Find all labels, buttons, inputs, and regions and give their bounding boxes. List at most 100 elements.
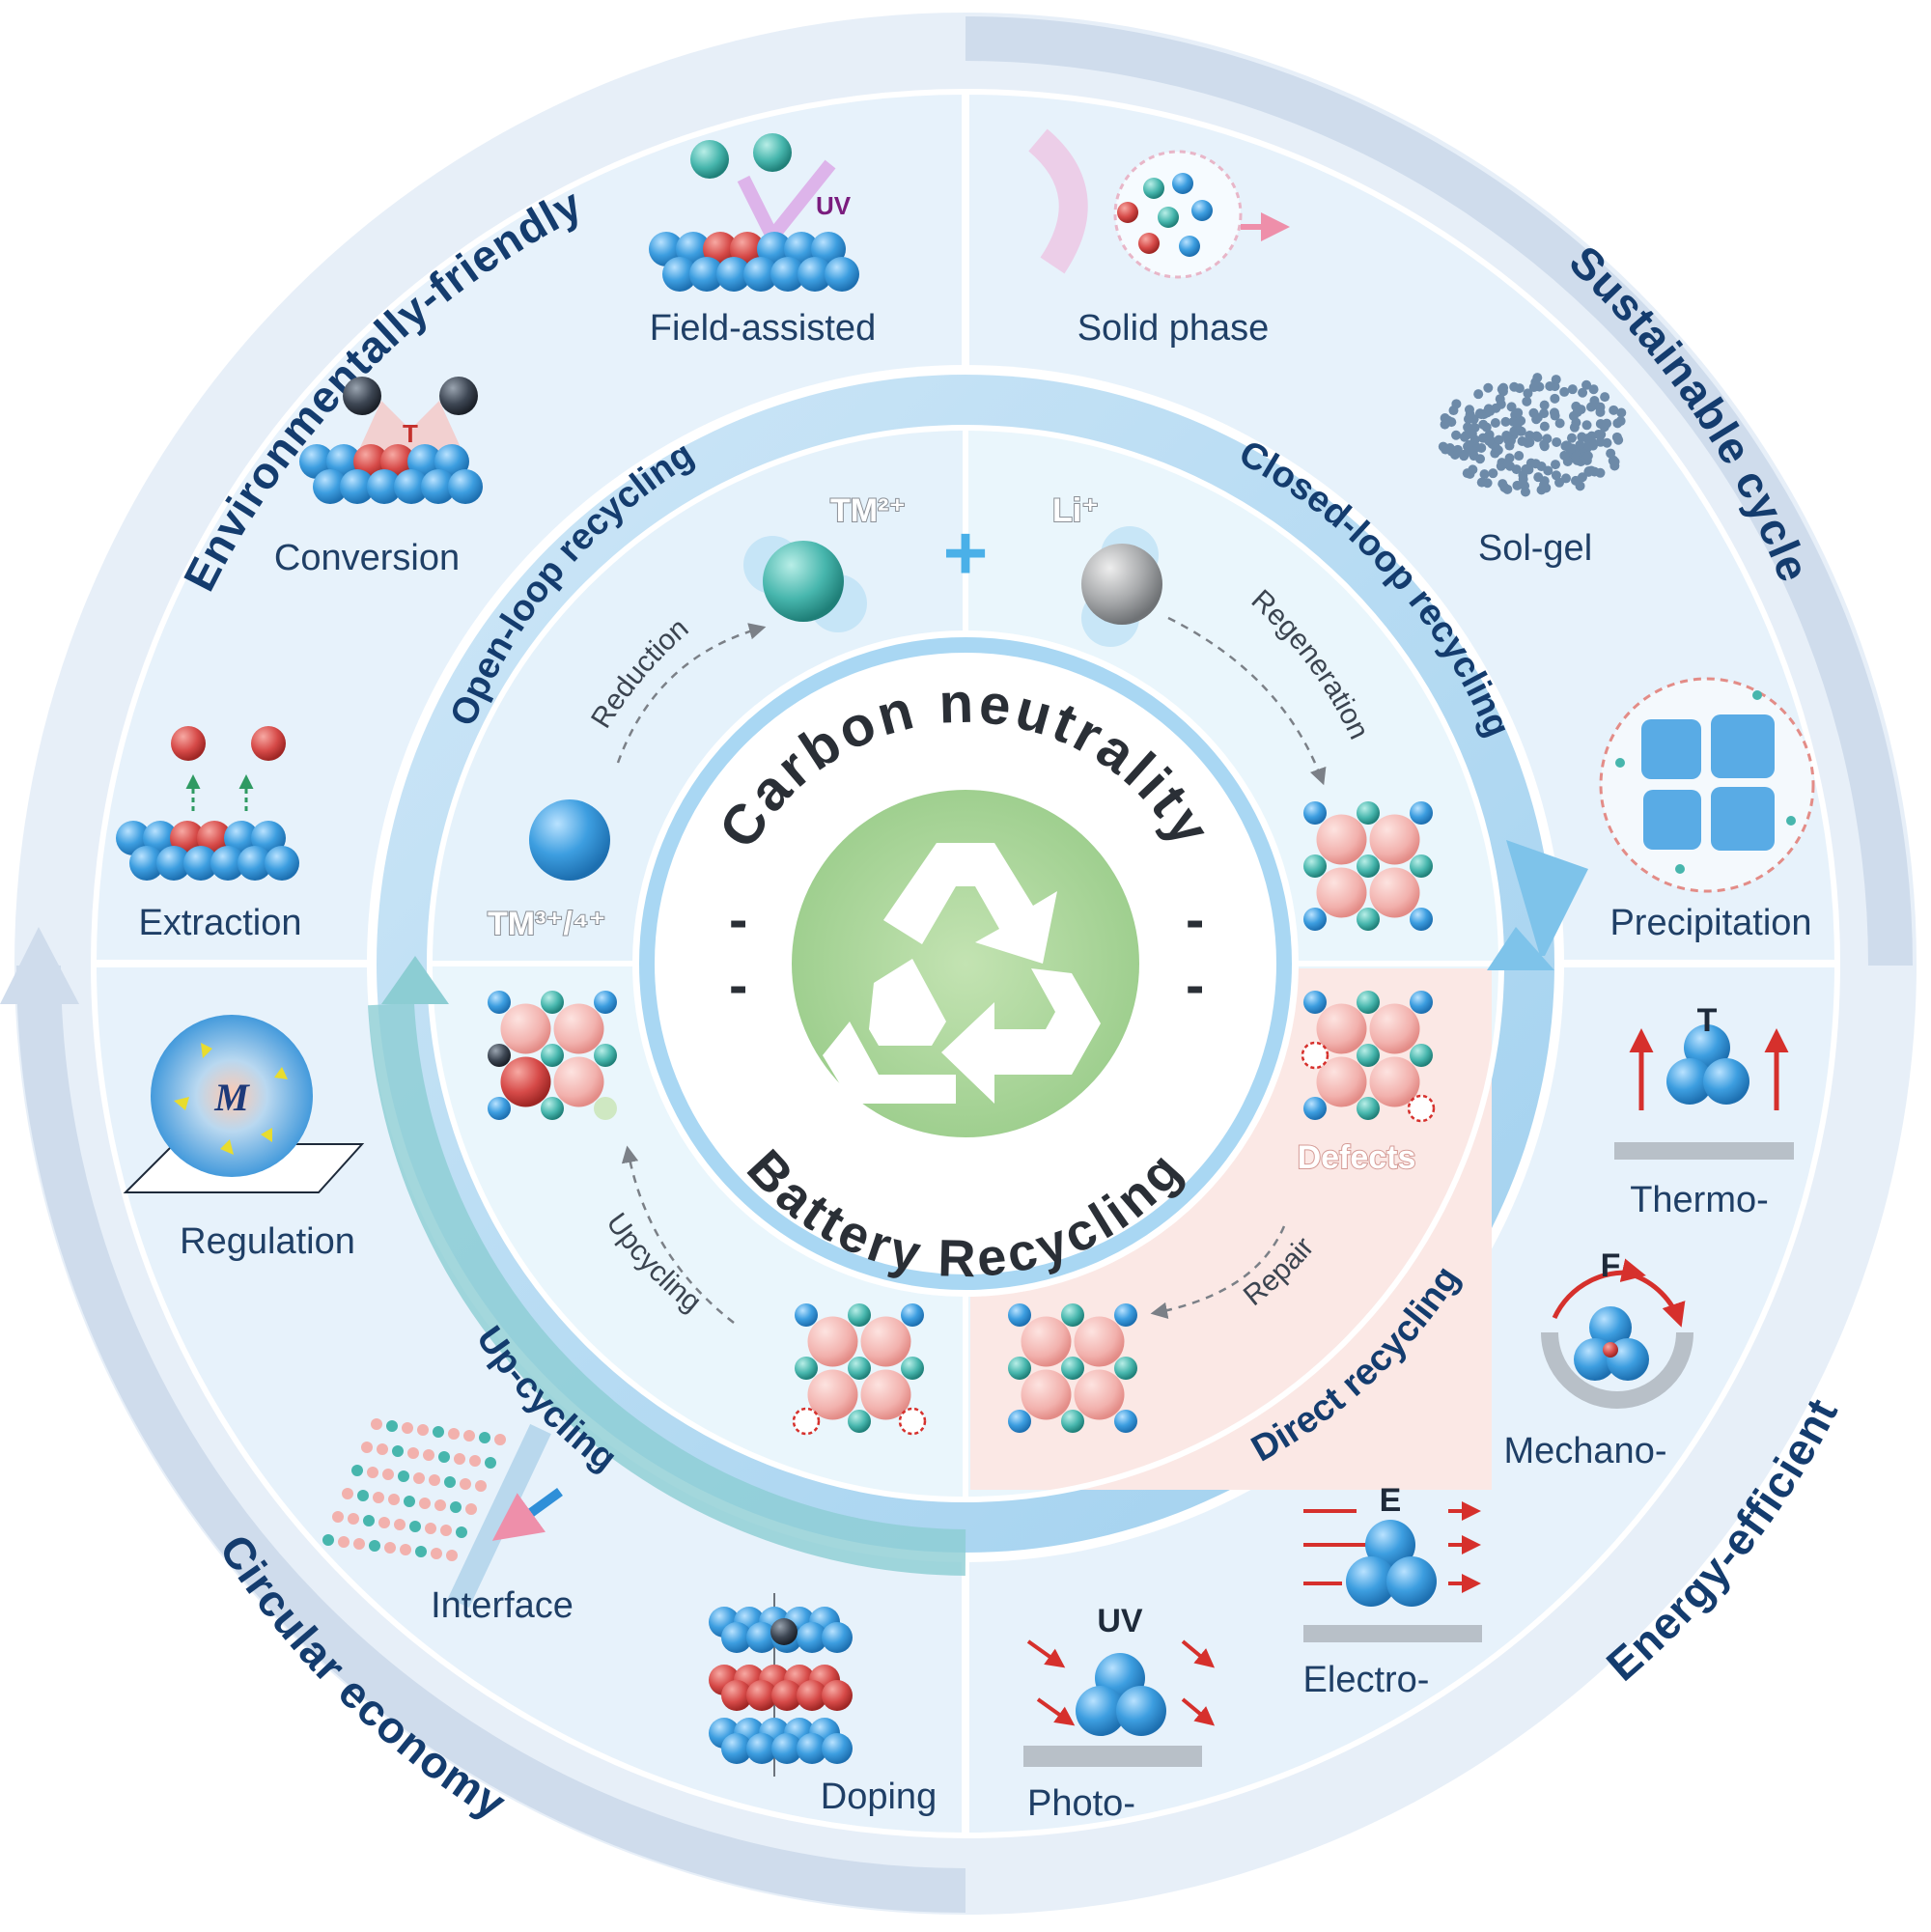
slab-atom	[129, 846, 164, 881]
interface-atom	[444, 1476, 456, 1488]
interface-icon	[322, 1418, 563, 1609]
lattice-regenerated	[1303, 801, 1433, 931]
slab-atom	[825, 257, 859, 292]
sol-gel-particle	[1559, 386, 1570, 397]
sol-gel-particle	[1520, 487, 1530, 497]
lattice-big-atom	[807, 1316, 858, 1367]
sol-gel-particle	[1554, 477, 1565, 488]
sol-gel-particle	[1491, 403, 1501, 413]
doping-atom	[822, 1622, 853, 1653]
sol-gel-particle	[1542, 434, 1553, 444]
mechano-icon	[1541, 1258, 1693, 1409]
doping-atom	[746, 1680, 777, 1711]
lattice-small-atom	[1303, 1097, 1327, 1120]
method-solid-phase: Solid phase	[1077, 308, 1270, 349]
lattice-big-atom	[1021, 1369, 1072, 1420]
sol-gel-particle	[1490, 418, 1500, 429]
method-mechano: Mechano-	[1504, 1431, 1667, 1471]
lattice-defect	[1301, 991, 1436, 1123]
interface-atom	[425, 1523, 436, 1534]
lattice-vacancy	[1301, 1041, 1329, 1070]
interface-atom	[456, 1526, 467, 1538]
lattice-small-atom	[1357, 908, 1380, 931]
lattice-big-atom	[1316, 867, 1367, 918]
interface-atom	[417, 1424, 429, 1436]
interface-atom	[369, 1540, 380, 1552]
outer-arrow-left-bottom	[16, 965, 966, 1913]
sol-gel-particle	[1613, 434, 1624, 445]
sol-gel-particle	[1532, 412, 1543, 423]
slab-atom	[716, 257, 751, 292]
defects-label: Defects	[1298, 1139, 1416, 1176]
sol-gel-particle	[1588, 384, 1599, 395]
sol-gel-particle	[1521, 463, 1531, 474]
sol-gel-particle	[1577, 432, 1587, 442]
interface-atom	[469, 1455, 481, 1467]
center-dash-right-2: -	[1186, 954, 1208, 1017]
lattice-small-atom	[1357, 801, 1380, 825]
slab-atom	[265, 846, 299, 881]
lattice-small-atom	[1303, 854, 1327, 878]
interface-atom	[384, 1542, 396, 1554]
doping-atom	[746, 1733, 777, 1764]
solid-phase-icon	[1027, 128, 1290, 279]
sol-gel-particle	[1511, 464, 1522, 475]
sol-gel-particle	[1539, 400, 1550, 410]
interface-atom	[463, 1430, 475, 1442]
lattice-small-atom	[1410, 991, 1433, 1014]
interface-atom	[367, 1467, 378, 1478]
sol-gel-particle	[1583, 440, 1594, 451]
sol-gel-particle	[1550, 460, 1560, 470]
sol-gel-particle	[1500, 416, 1511, 427]
lattice-small-atom	[488, 1097, 511, 1120]
lattice-small-atom	[1357, 854, 1380, 878]
lattice-small-atom	[1357, 991, 1380, 1014]
method-sol-gel: Sol-gel	[1478, 528, 1592, 569]
sol-gel-particle	[1595, 467, 1606, 478]
up-cycling-arrowhead	[381, 956, 449, 1004]
sol-gel-particle	[1525, 430, 1535, 440]
sol-gel-particle	[1532, 373, 1543, 383]
uv-photo-label: UV	[1097, 1603, 1143, 1639]
method-thermo: Thermo-	[1630, 1180, 1769, 1220]
doping-atom	[771, 1680, 802, 1711]
electro-icon	[1303, 1501, 1482, 1642]
sol-gel-icon	[1438, 373, 1627, 497]
interface-atom	[361, 1442, 373, 1453]
doping-atom	[797, 1733, 827, 1764]
sol-gel-particle	[1490, 448, 1500, 459]
slab-atom	[210, 846, 245, 881]
interface-atom	[407, 1447, 419, 1459]
conversion-icon	[299, 377, 483, 504]
sol-gel-particle	[1481, 422, 1492, 433]
lattice-small-atom	[1357, 1097, 1380, 1120]
interface-atom	[438, 1451, 450, 1463]
center-ring	[639, 637, 1292, 1290]
interface-atom	[402, 1422, 413, 1434]
lattice-small-atom	[541, 1044, 564, 1067]
lattice-small-atom	[1303, 801, 1327, 825]
lattice-small-atom	[1410, 1044, 1433, 1067]
lattice-big-atom	[1316, 814, 1367, 865]
sol-gel-particle	[1444, 443, 1455, 454]
upcycling-arrow	[621, 1145, 735, 1324]
slab-atom	[662, 257, 697, 292]
li-label: Li⁺	[1052, 492, 1099, 529]
sol-gel-particle	[1539, 421, 1550, 432]
sol-gel-particle	[1459, 451, 1469, 462]
sol-gel-particle	[1609, 405, 1619, 415]
interface-atom	[479, 1432, 490, 1443]
sol-gel-particle	[1512, 419, 1523, 430]
lattice-small-atom	[1114, 1357, 1137, 1380]
lattice-big-atom	[500, 1056, 551, 1107]
lattice-small-atom	[594, 1044, 617, 1067]
sol-gel-particle	[1533, 472, 1544, 483]
lattice-upcycle-source	[792, 1303, 927, 1436]
recycle-icon	[823, 843, 1101, 1104]
interface-atom	[465, 1503, 477, 1515]
sol-gel-particle	[1552, 436, 1562, 447]
tm-mixed-label: TM³⁺/⁴⁺	[488, 906, 606, 942]
doping-atom	[721, 1680, 752, 1711]
